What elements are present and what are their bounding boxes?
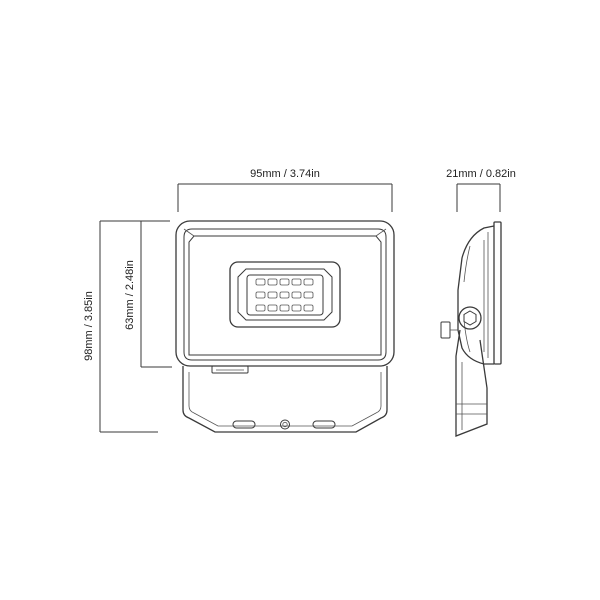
housing-bevel <box>183 228 387 361</box>
led-chip <box>291 304 302 312</box>
pivot-knob <box>458 306 482 330</box>
bracket-slot-right <box>312 420 336 429</box>
led-chip-grid <box>255 278 314 312</box>
side-bracket-arm <box>455 329 488 437</box>
side-view <box>440 221 502 437</box>
led-chip <box>291 291 302 299</box>
pivot-bolt <box>463 310 477 326</box>
bracket-slot-left <box>232 420 256 429</box>
front-view <box>175 220 395 433</box>
mounting-bracket <box>182 366 388 433</box>
side-cable-gland <box>440 321 451 339</box>
led-chip <box>255 304 266 312</box>
depth-dimension: 21mm / 0.82in <box>446 168 516 212</box>
led-chip <box>291 278 302 286</box>
led-chip <box>255 291 266 299</box>
mounting-bracket-inner <box>188 372 382 427</box>
led-chip <box>279 278 290 286</box>
led-chip <box>303 291 314 299</box>
led-module-inner <box>237 268 333 321</box>
side-contour-bottom <box>463 319 471 353</box>
head-height-label: 63mm / 2.48in <box>124 260 136 330</box>
led-module-frame <box>229 261 341 328</box>
housing-outer <box>175 220 395 367</box>
side-front-glass <box>493 221 502 365</box>
led-chip <box>267 291 278 299</box>
total-height-dimension: 98mm / 3.85in <box>83 220 170 433</box>
width-dimension: 95mm / 3.74in <box>177 168 393 212</box>
led-chip <box>279 291 290 299</box>
led-chip <box>267 278 278 286</box>
bevel-corner-tl <box>183 228 195 237</box>
led-chip <box>303 278 314 286</box>
total-height-label: 98mm / 3.85in <box>83 291 95 361</box>
cable-gland <box>211 365 249 374</box>
side-contour-top <box>463 245 471 283</box>
led-chip <box>255 278 266 286</box>
bracket-hole-inner <box>282 421 288 428</box>
led-chip <box>267 304 278 312</box>
front-glass <box>188 235 382 356</box>
led-board <box>246 274 324 316</box>
bracket-hole <box>280 419 290 430</box>
head-height-dimension: 63mm / 2.48in <box>124 221 172 368</box>
led-chip <box>279 304 290 312</box>
bevel-corner-tr <box>375 228 387 237</box>
led-chip <box>303 304 314 312</box>
side-housing-profile <box>457 225 495 365</box>
width-label: 95mm / 3.74in <box>250 168 320 180</box>
depth-label: 21mm / 0.82in <box>446 168 516 180</box>
